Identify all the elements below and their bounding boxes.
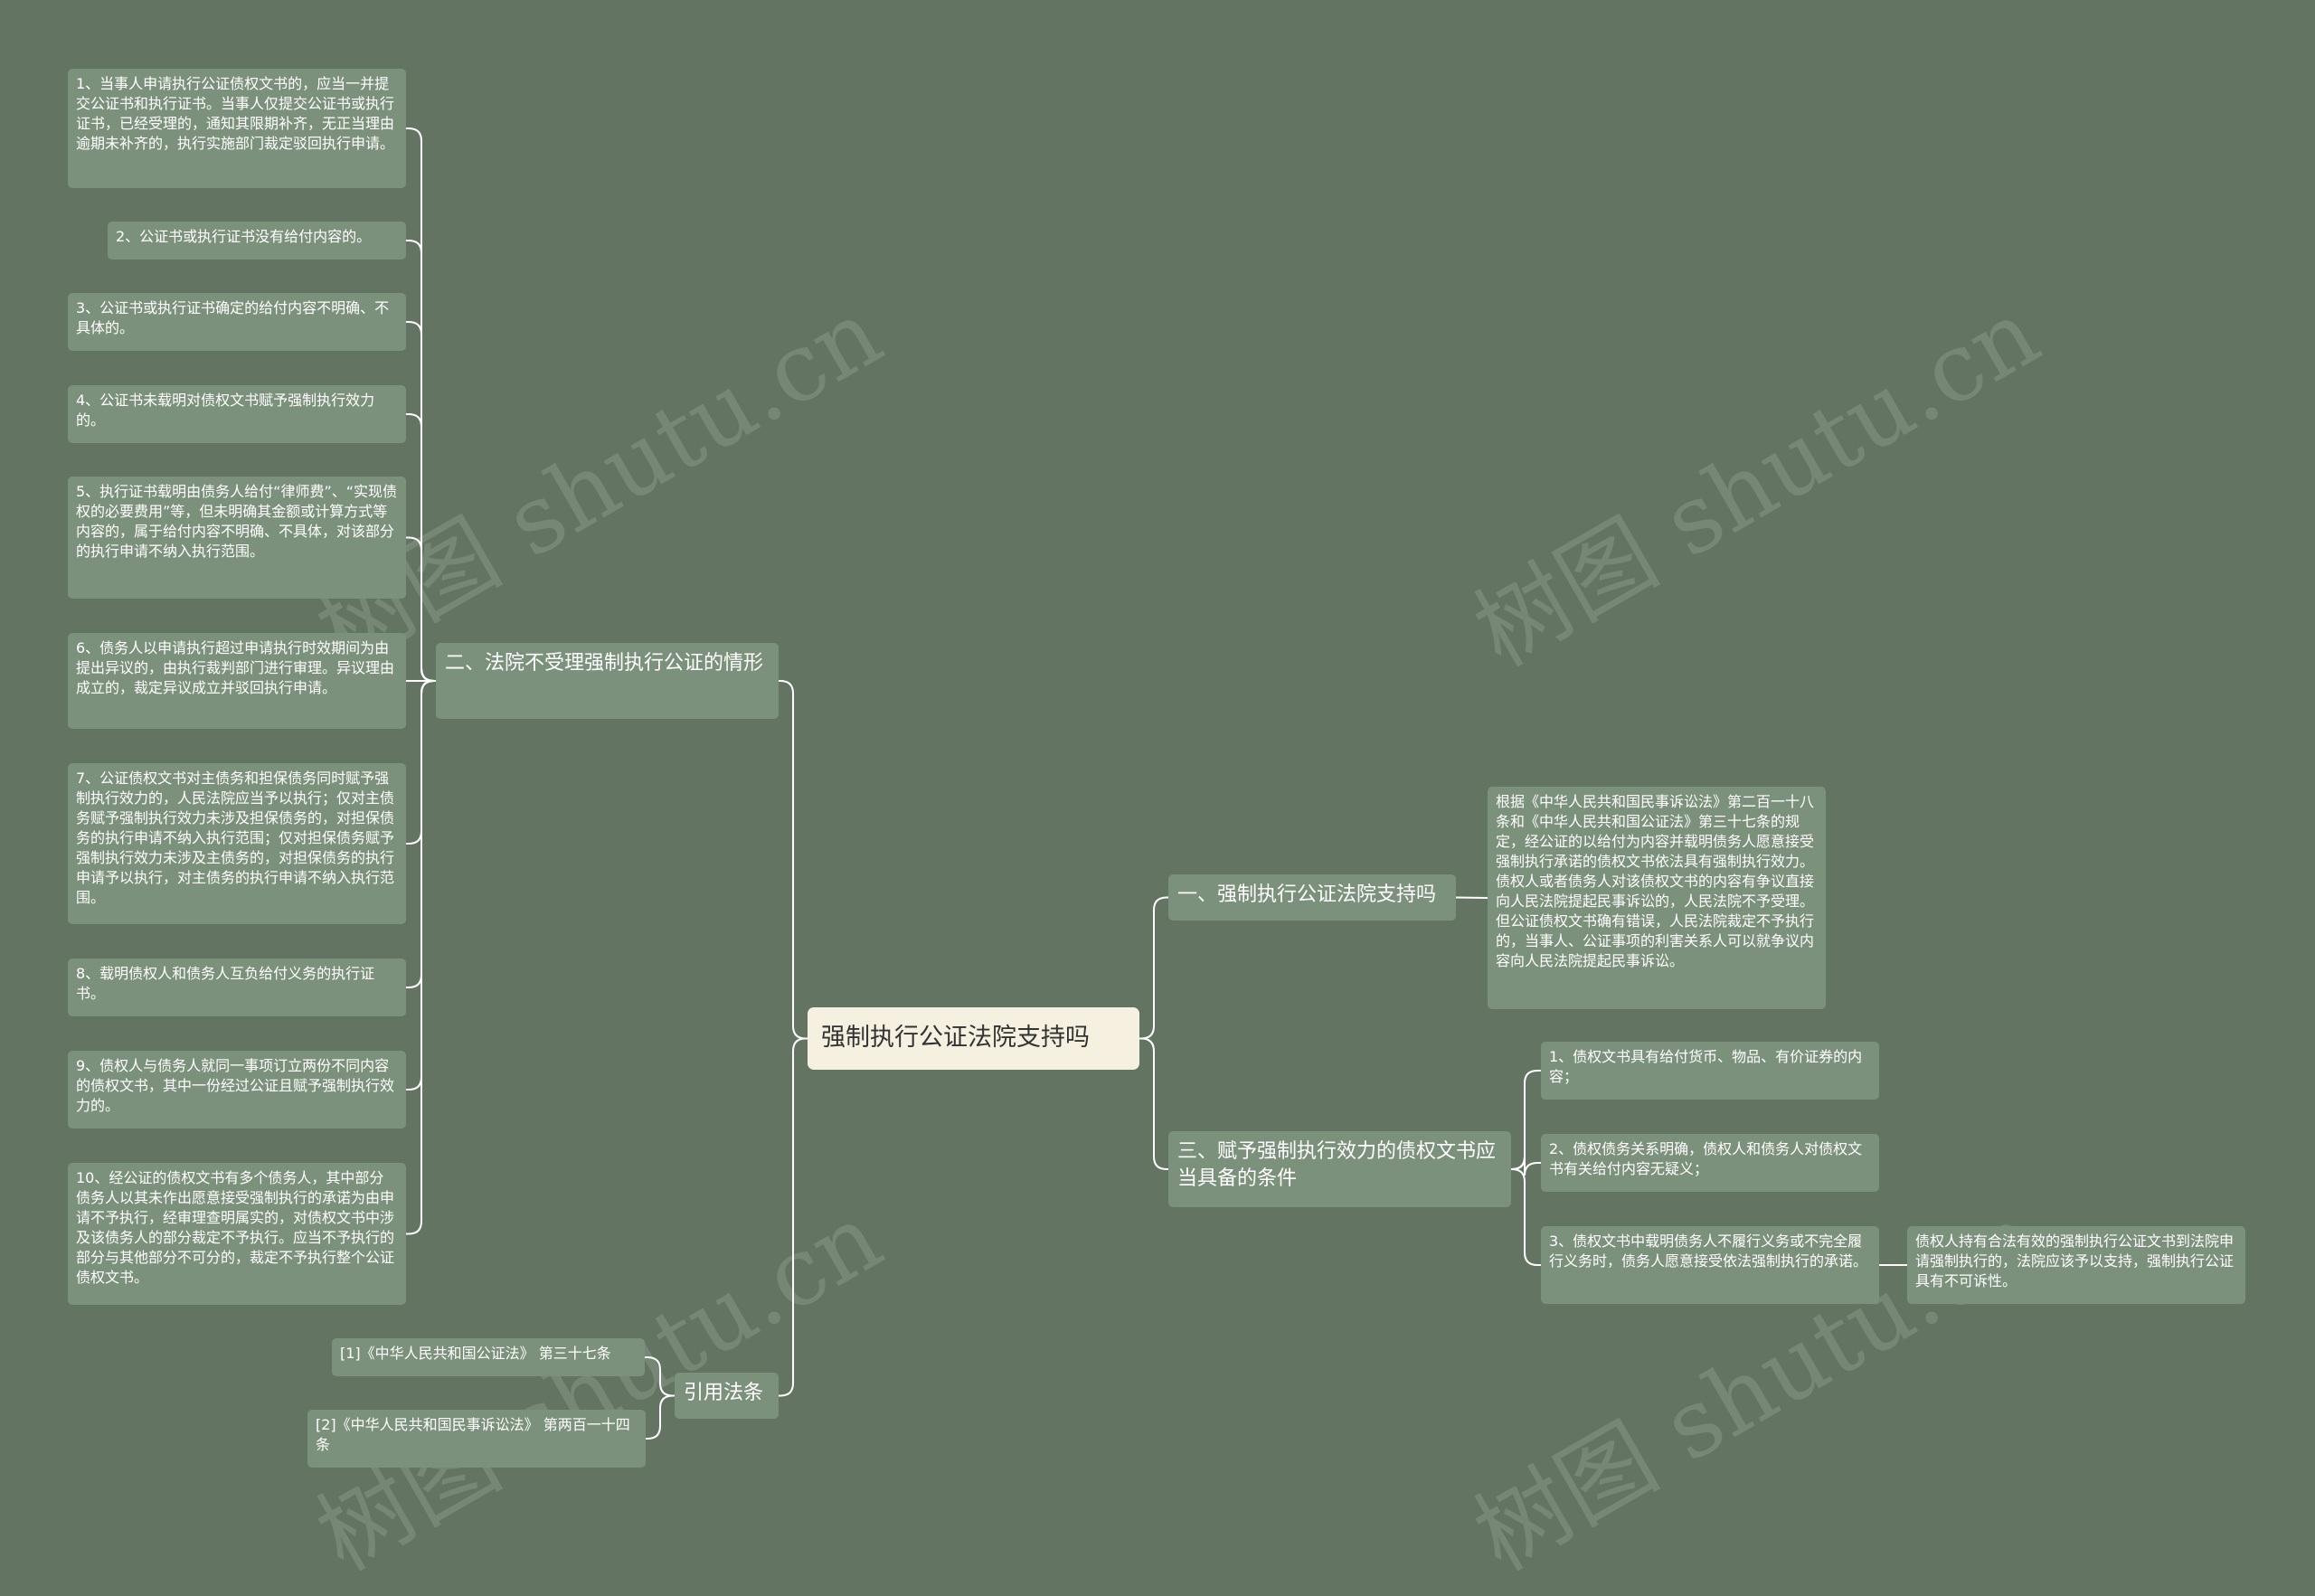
connector-line: [779, 680, 808, 1040]
connector-line: [1511, 1168, 1541, 1266]
connector-line: [779, 1037, 808, 1397]
branch-court-support-detail[interactable]: 根据《中华人民共和国民事诉讼法》第二百一十八条和《中华人民共和国公证法》第三十七…: [1488, 787, 1826, 1009]
law-citation[interactable]: [2]《中华人民共和国民事诉讼法》 第两百一十四条: [307, 1410, 646, 1468]
list-item[interactable]: 2、债权债务关系明确，债权人和债务人对债权文书有关给付内容无疑义；: [1541, 1134, 1879, 1192]
list-item[interactable]: 5、执行证书载明由债务人给付“律师费”、“实现债权的必要费用”等，但未明确其金额…: [68, 477, 406, 599]
connector-line: [1511, 1070, 1541, 1170]
list-item[interactable]: 8、载明债权人和债务人互负给付义务的执行证书。: [68, 959, 406, 1016]
law-citation[interactable]: [1]《中华人民共和国公证法》 第三十七条: [332, 1338, 645, 1376]
list-item-detail[interactable]: 债权人持有合法有效的强制执行公证文书到法院申请强制执行的，法院应该予以支持，强制…: [1907, 1226, 2245, 1304]
list-item[interactable]: 6、债务人以申请执行超过申请执行时效期间为由提出异议的，由执行裁判部门进行审理。…: [68, 633, 406, 729]
connector-line: [1139, 896, 1168, 1040]
connector-line: [1511, 1156, 1541, 1176]
branch-court-not-accept[interactable]: 二、法院不受理强制执行公证的情形: [436, 643, 779, 719]
list-item[interactable]: 1、债权文书具有给付货币、物品、有价证券的内容；: [1541, 1042, 1879, 1100]
connector-line: [406, 680, 436, 1235]
connector-line: [406, 536, 436, 682]
branch-conditions[interactable]: 三、赋予强制执行效力的债权文书应当具备的条件: [1168, 1131, 1511, 1207]
branch-court-support[interactable]: 一、强制执行公证法院支持吗: [1168, 874, 1456, 921]
list-item[interactable]: 9、债权人与债务人就同一事项订立两份不同内容的债权文书，其中一份经过公证且赋予强…: [68, 1051, 406, 1129]
root-topic[interactable]: 强制执行公证法院支持吗: [808, 1007, 1139, 1070]
list-item[interactable]: 7、公证债权文书对主债务和担保债务同时赋予强制执行效力的，人民法院应当予以执行；…: [68, 763, 406, 924]
connector-lines: [406, 127, 1907, 1440]
list-item[interactable]: 10、经公证的债权文书有多个债务人，其中部分债务人以其未作出愿意接受强制执行的承…: [68, 1163, 406, 1305]
list-item[interactable]: 2、公证书或执行证书没有给付内容的。: [108, 222, 406, 260]
branch-cited-laws[interactable]: 引用法条: [675, 1373, 779, 1419]
connector-line: [1455, 896, 1488, 899]
list-item[interactable]: 4、公证书未载明对债权文书赋予强制执行效力的。: [68, 385, 406, 443]
list-item[interactable]: 3、公证书或执行证书确定的给付内容不明确、不具体的。: [68, 293, 406, 351]
connector-line: [1139, 1037, 1168, 1170]
connector-line: [646, 1394, 675, 1440]
list-item[interactable]: 1、当事人申请执行公证债权文书的，应当一并提交公证书和执行证书。当事人仅提交公证…: [68, 69, 406, 188]
list-item[interactable]: 3、债权文书中载明债务人不履行义务或不完全履行义务时，债务人愿意接受依法强制执行…: [1541, 1226, 1879, 1304]
connector-line: [645, 1356, 675, 1397]
